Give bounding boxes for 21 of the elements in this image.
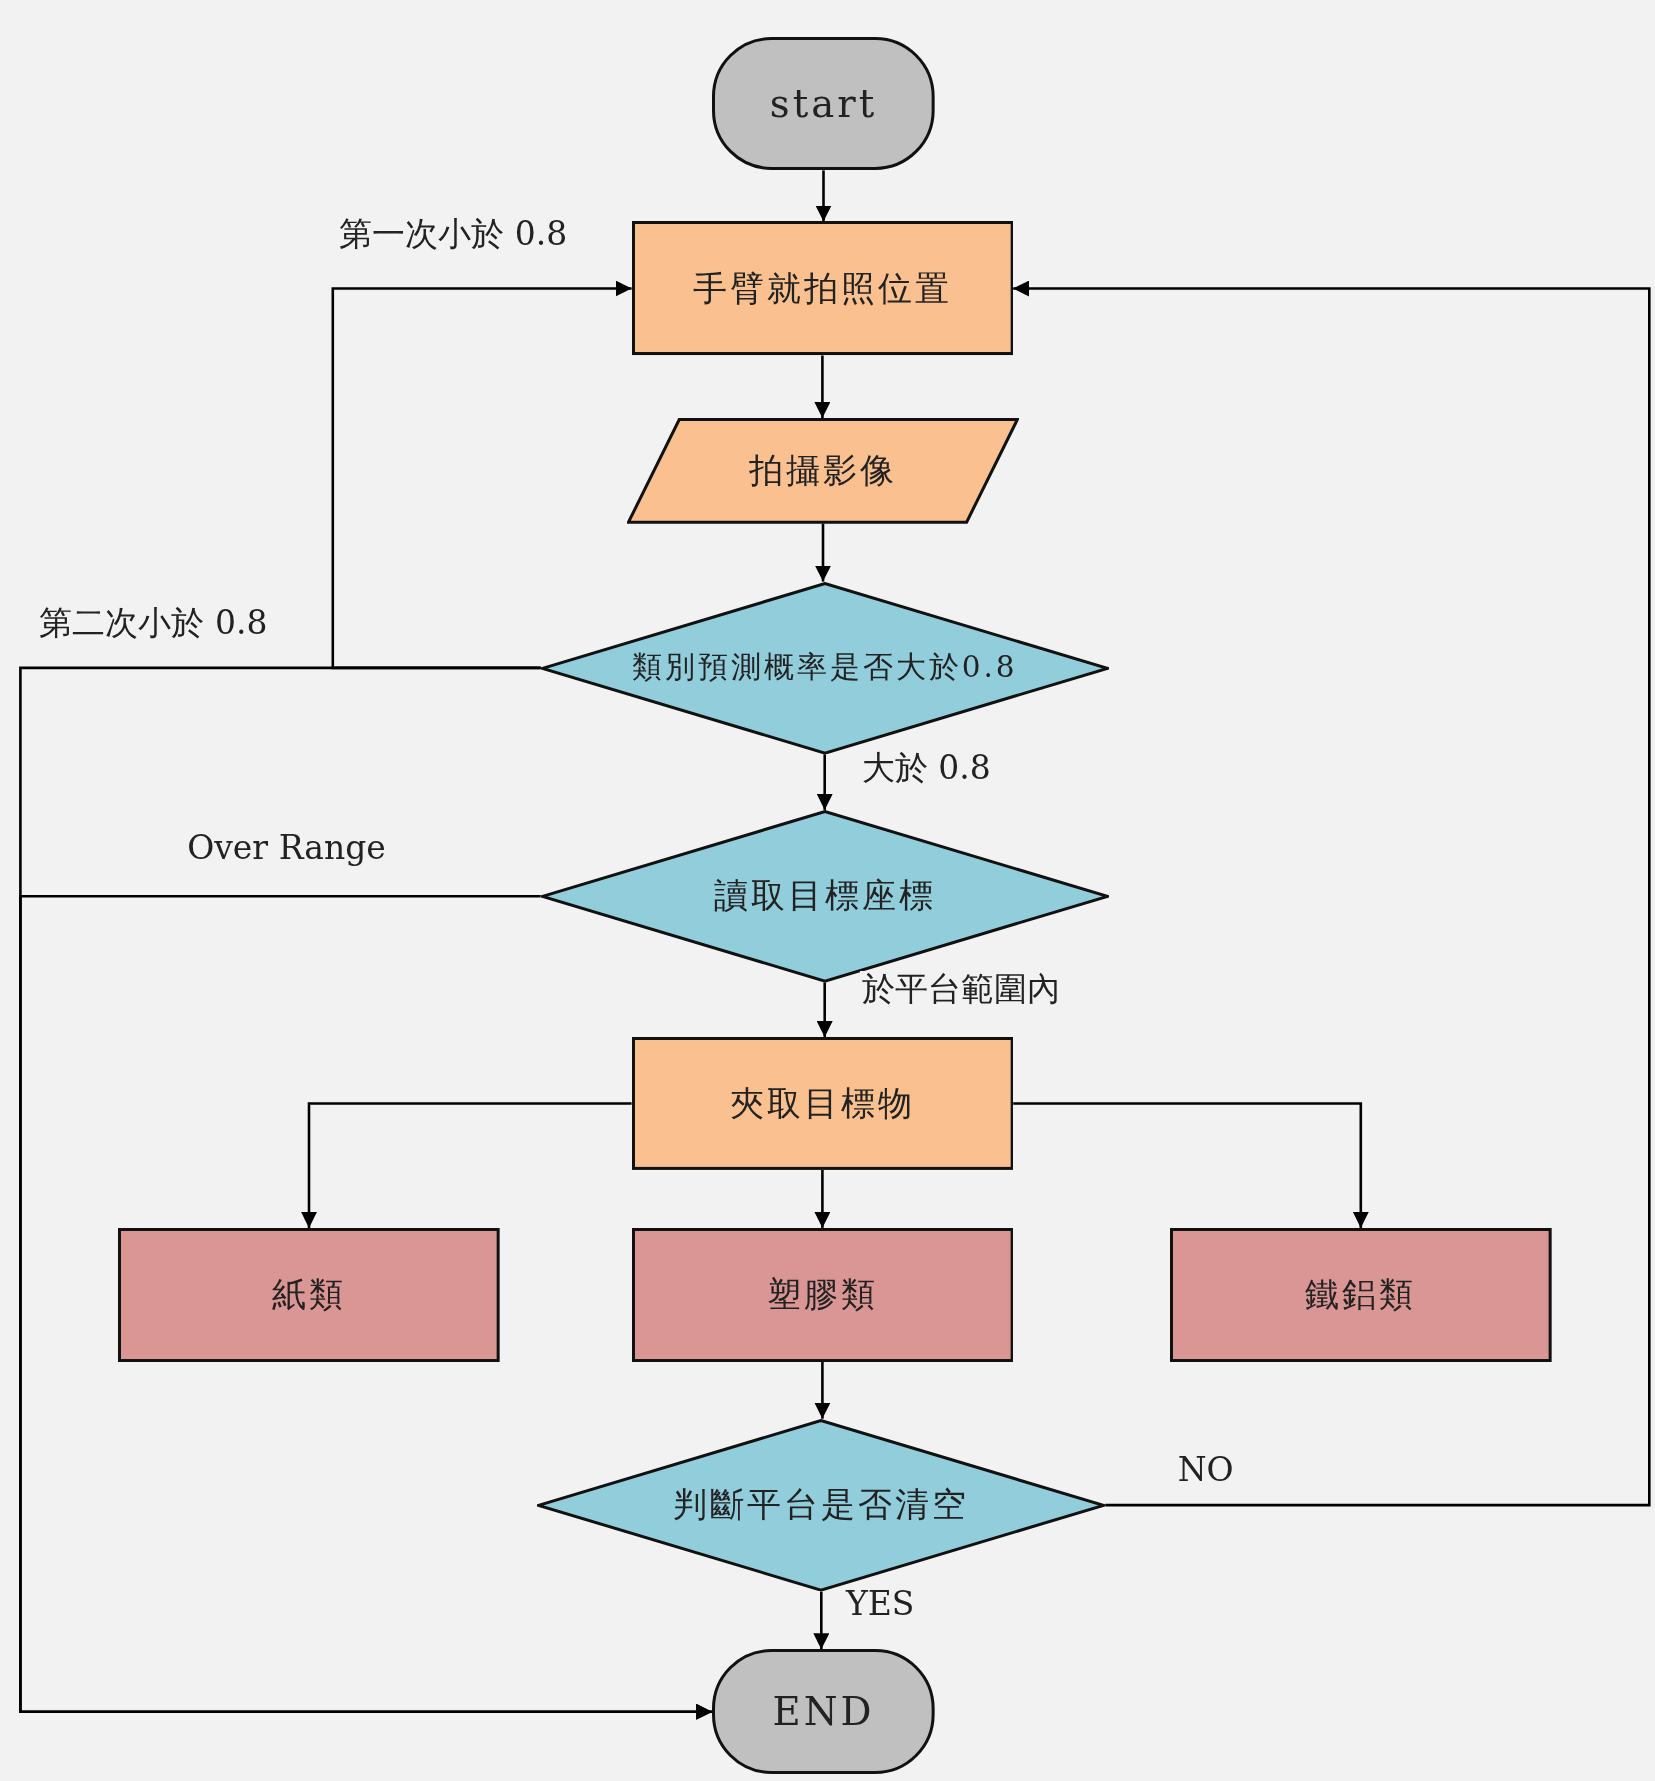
arrow <box>815 170 832 222</box>
process-box: 夾取目標物 <box>631 1037 1014 1170</box>
arrow <box>816 754 833 810</box>
arrow <box>1013 280 1651 1507</box>
terminal-shape: END <box>712 1649 935 1775</box>
arrow <box>331 280 632 670</box>
process-box: 塑膠類 <box>631 1227 1014 1362</box>
arrow <box>814 1361 831 1419</box>
arrow <box>301 1102 632 1228</box>
process-box: 鐵鋁類 <box>1169 1227 1552 1362</box>
arrow <box>813 1591 830 1650</box>
arrow <box>815 523 831 582</box>
terminal-shape: start <box>712 37 935 171</box>
arrow <box>814 1170 831 1228</box>
arrow <box>814 355 831 418</box>
process-box: 手臂就拍照位置 <box>631 221 1014 356</box>
input-output-parallelogram: 拍攝影像 <box>627 418 1019 524</box>
arrow <box>19 894 713 1720</box>
arrow <box>1013 1102 1369 1228</box>
process-box: 紙類 <box>118 1227 500 1362</box>
arrow <box>816 982 833 1038</box>
